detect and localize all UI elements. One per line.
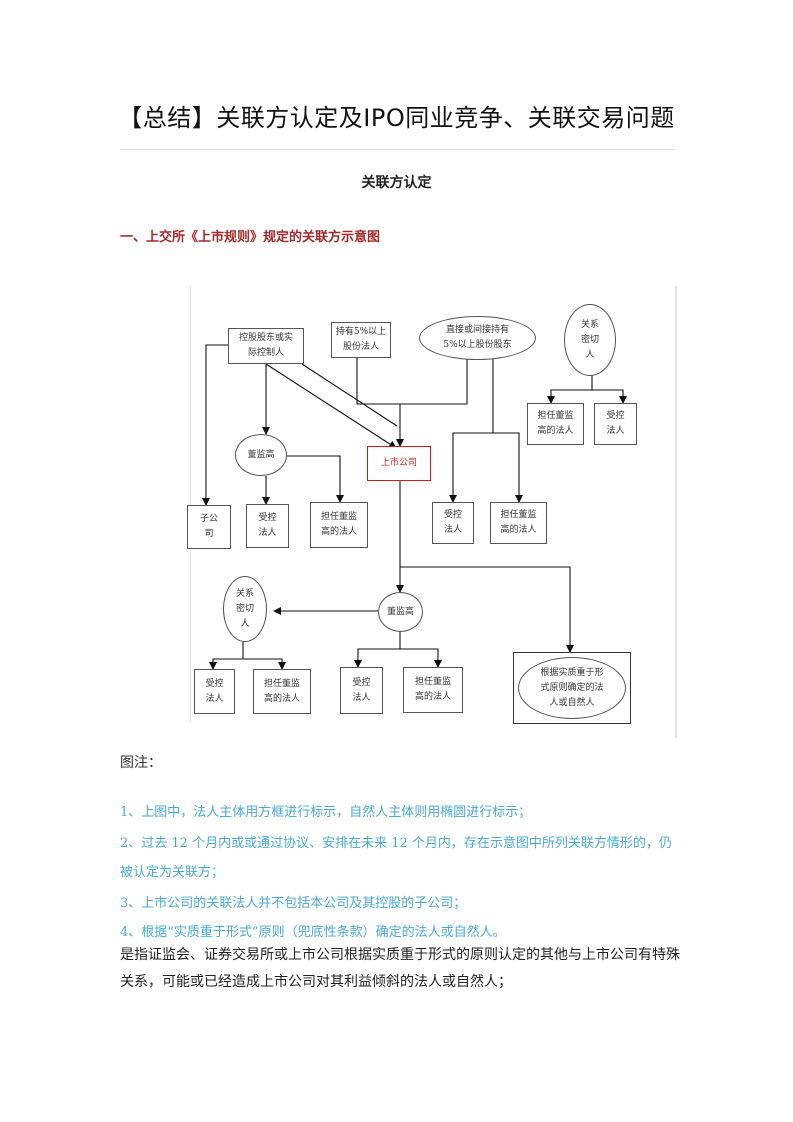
note-item: 3、上市公司的关联法人并不包括本公司及其控股的子公司； bbox=[120, 896, 467, 911]
controlled-legal-box-a: 受控 法人 bbox=[246, 504, 289, 548]
controlled-legal-box-b: 担任董监 高的法人 bbox=[527, 403, 584, 445]
controlled-legal-box-d: 受控 法人 bbox=[432, 502, 474, 544]
related-party-diagram: 控股股东或实 际控制人 持有5%以上 股份法人 直接或间接持有 5%以上股份股东… bbox=[187, 286, 677, 738]
document-title: 【总结】关联方认定及IPO同业竞争、关联交易问题 bbox=[118, 104, 675, 132]
controlled-legal-box-f: 受控 法人 bbox=[340, 667, 383, 714]
subsidiary-box: 子公 司 bbox=[187, 505, 231, 549]
holder-5pct-person-ellipse: 直接或间接持有 5%以上股份股东 bbox=[419, 316, 536, 360]
section-title: 关联方认定 bbox=[361, 175, 432, 191]
subsection-title: 一、上交所《上市规则》规定的关联方示意图 bbox=[120, 230, 381, 245]
substance-over-form-box: 根据实质重于形 式原则确定的法 人或自然人 bbox=[513, 652, 631, 724]
controlled-legal-box-e: 受控 法人 bbox=[194, 669, 235, 714]
listed-company-box: 上市公司 bbox=[367, 446, 431, 481]
note-item: 2、过去 12 个月内或或通过协议、安排在未来 12 个月内，存在示意图中所列关… bbox=[120, 836, 672, 880]
title-divider bbox=[120, 149, 675, 150]
note-item: 4、根据“实质重于形式”原则（兜底性条款）确定的法人或自然人。 bbox=[120, 925, 506, 940]
body-paragraph: 是指证监会、证券交易所或上市公司根据实质重于形式的原则认定的其他与上市公司有特殊… bbox=[120, 947, 680, 990]
note-item: 1、上图中，法人主体用方框进行标示，自然人主体则用椭圆进行标示； bbox=[120, 805, 532, 820]
substance-over-form-ellipse: 根据实质重于形 式原则确定的法 人或自然人 bbox=[518, 657, 626, 719]
director-ellipse-b: 董监高 bbox=[378, 592, 423, 632]
controlled-legal-box-c: 受控 法人 bbox=[594, 403, 637, 445]
close-relative-top-ellipse: 关系 密切 人 bbox=[564, 304, 616, 376]
notes-list: 1、上图中，法人主体用方框进行标示，自然人主体则用椭圆进行标示； 2、过去 12… bbox=[120, 800, 680, 949]
controlling-shareholder-box: 控股股东或实 际控制人 bbox=[228, 328, 304, 364]
director-legal-box-a: 担任董监 高的法人 bbox=[310, 502, 368, 548]
close-relative-mid-ellipse: 关系 密切 人 bbox=[223, 576, 267, 642]
holder-5pct-legal-box: 持有5%以上 股份法人 bbox=[331, 322, 391, 358]
director-ellipse-a: 董监高 bbox=[235, 434, 287, 476]
notes-label: 图注： bbox=[120, 755, 162, 771]
director-legal-box-d: 担任董监 高的法人 bbox=[403, 667, 463, 713]
director-legal-box-b: 担任董监 高的法人 bbox=[490, 502, 547, 544]
diagram-connectors bbox=[190, 286, 677, 738]
director-legal-box-c: 担任董监 高的法人 bbox=[253, 669, 311, 714]
